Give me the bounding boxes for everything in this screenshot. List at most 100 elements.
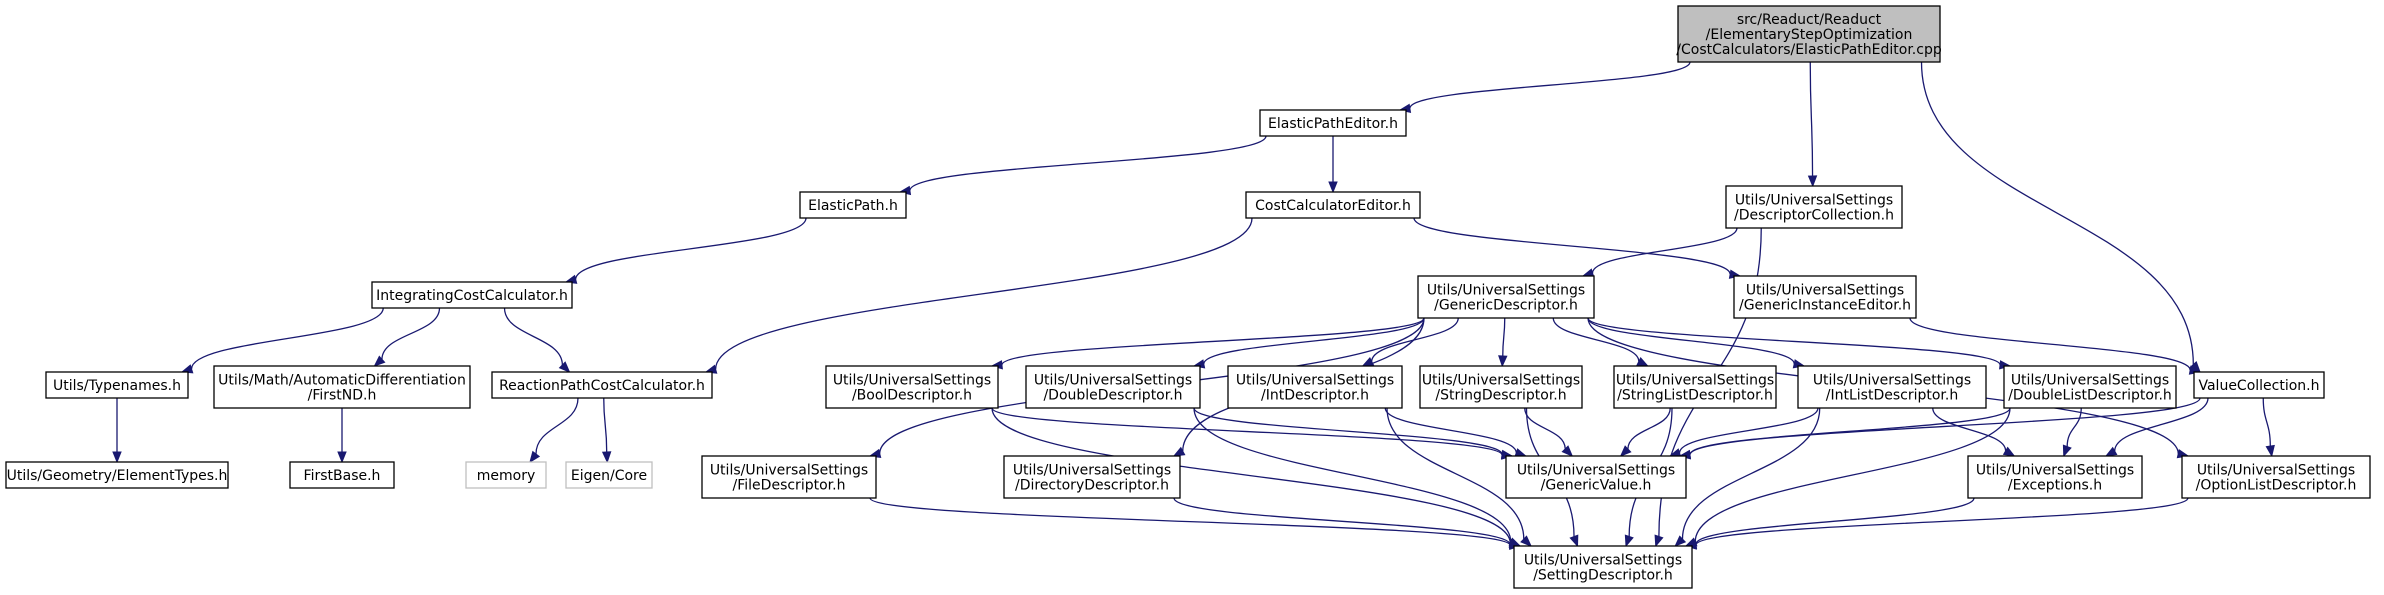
node-label-line: Utils/UniversalSettings	[1236, 373, 1394, 389]
node-label-line: /DoubleListDescriptor.h	[2008, 388, 2172, 404]
node-value-collection[interactable]: ValueCollection.h	[2193, 371, 2325, 399]
arrowhead	[1674, 535, 1687, 547]
node-root[interactable]: src/Readuct/Readuct/ElementaryStepOptimi…	[1676, 5, 1942, 63]
arrowhead	[2104, 446, 2118, 457]
node-label-line: Eigen/Core	[571, 468, 647, 484]
arrowhead	[1807, 175, 1818, 188]
node-label-line: Utils/UniversalSettings	[1427, 283, 1585, 299]
node-option-list-descriptor[interactable]: Utils/UniversalSettings/OptionListDescri…	[2181, 455, 2371, 499]
edge-string-list-descriptor-to-generic-value	[1619, 407, 1671, 457]
node-typenames[interactable]: Utils/Typenames.h	[45, 371, 189, 399]
arrowhead	[2265, 444, 2275, 458]
node-label-line: /GenericValue.h	[1541, 478, 1652, 494]
edge-line	[1591, 227, 1738, 274]
edge-line	[991, 407, 1511, 544]
node-first-base[interactable]: FirstBase.h	[289, 461, 395, 489]
node-label-line: ElasticPathEditor.h	[1268, 116, 1398, 132]
edge-generic-descriptor-to-string-descriptor	[1498, 317, 1508, 368]
edge-reaction-path-to-eigen-core	[601, 397, 612, 464]
node-string-descriptor[interactable]: Utils/UniversalSettings/StringDescriptor…	[1419, 365, 1583, 409]
node-descriptor-collection[interactable]: Utils/UniversalSettings/DescriptorCollec…	[1725, 185, 1903, 229]
node-label-line: /Exceptions.h	[2008, 478, 2102, 494]
node-cost-calculator-editor[interactable]: CostCalculatorEditor.h	[1245, 191, 1421, 219]
node-label-line: /DoubleDescriptor.h	[1043, 388, 1182, 404]
edge-line	[714, 217, 1253, 370]
node-label-line: Utils/UniversalSettings	[2197, 463, 2355, 479]
edge-line	[1695, 497, 1975, 545]
node-label-line: /BoolDescriptor.h	[852, 388, 972, 404]
node-memory[interactable]: memory	[465, 461, 547, 489]
edge-line	[1502, 317, 1506, 357]
node-box	[565, 461, 653, 489]
edge-first-nd-to-first-base	[337, 407, 347, 464]
edge-line	[1173, 497, 1511, 545]
node-reaction-path[interactable]: ReactionPathCostCalculator.h	[491, 371, 713, 399]
arrowhead	[1498, 355, 1508, 368]
edge-line	[190, 307, 384, 370]
node-double-descriptor[interactable]: Utils/UniversalSettings/DoubleDescriptor…	[1025, 365, 1201, 409]
node-label-line: ValueCollection.h	[2198, 378, 2319, 394]
edge-typenames-to-element-types	[112, 398, 122, 464]
node-box	[1613, 365, 1777, 409]
node-box	[491, 371, 713, 399]
edge-line	[1203, 317, 1425, 365]
arrowhead	[1624, 534, 1634, 548]
edge-line	[1524, 407, 1566, 449]
node-label-line: Utils/UniversalSettings	[833, 373, 991, 389]
node-bool-descriptor[interactable]: Utils/UniversalSettings/BoolDescriptor.h	[825, 365, 999, 409]
node-label-line: src/Readuct/Readuct	[1737, 12, 1882, 28]
node-box	[1259, 109, 1407, 137]
node-string-list-descriptor[interactable]: Utils/UniversalSettings/StringListDescri…	[1613, 365, 1777, 409]
node-box	[371, 281, 573, 309]
edge-line	[575, 217, 807, 280]
node-integrating-cost[interactable]: IntegratingCostCalculator.h	[371, 281, 573, 309]
node-label-line: /GenericDescriptor.h	[1434, 298, 1578, 314]
edge-line	[1909, 317, 2191, 371]
edge-value-collection-to-option-list-descriptor	[2262, 397, 2275, 458]
edge-line	[869, 497, 1511, 546]
node-box	[465, 461, 547, 489]
edge-line	[991, 407, 1503, 456]
node-box	[1003, 455, 1181, 499]
node-label-line: Utils/UniversalSettings	[1422, 373, 1580, 389]
node-first-nd[interactable]: Utils/Math/AutomaticDifferentiation/Firs…	[213, 365, 471, 409]
edge-elastic-path-editor-to-cost-calculator-editor	[1328, 136, 1338, 194]
edge-line	[1413, 217, 1731, 275]
arrowhead	[1619, 445, 1632, 457]
node-directory-descriptor[interactable]: Utils/UniversalSettings/DirectoryDescrip…	[1003, 455, 1181, 499]
node-box	[1967, 455, 2143, 499]
node-element-types[interactable]: Utils/Geometry/ElementTypes.h	[5, 461, 229, 489]
node-label-line: FirstBase.h	[304, 468, 381, 484]
node-generic-value[interactable]: Utils/UniversalSettings/GenericValue.h	[1505, 455, 1687, 499]
node-file-descriptor[interactable]: Utils/UniversalSettings/FileDescriptor.h	[701, 455, 877, 499]
node-label-line: Utils/Math/AutomaticDifferentiation	[218, 373, 466, 389]
node-setting-descriptor[interactable]: Utils/UniversalSettings/SettingDescripto…	[1513, 545, 1693, 589]
node-label-line: /FirstND.h	[308, 388, 377, 404]
node-label-line: /GenericInstanceEditor.h	[1739, 298, 1911, 314]
edge-line	[2114, 397, 2209, 452]
node-elastic-path-editor[interactable]: ElasticPathEditor.h	[1259, 109, 1407, 137]
node-generic-descriptor[interactable]: Utils/UniversalSettings/GenericDescripto…	[1417, 275, 1595, 319]
edge-elastic-path-editor-to-elastic-path	[898, 135, 1267, 196]
edge-line	[1681, 407, 1821, 540]
node-box	[1245, 191, 1421, 219]
node-int-list-descriptor[interactable]: Utils/UniversalSettings/IntListDescripto…	[1797, 365, 1987, 409]
edge-int-list-descriptor-to-exceptions	[1932, 407, 2016, 457]
edge-int-descriptor-to-setting-descriptor	[1386, 407, 1532, 547]
node-label-line: /StringDescriptor.h	[1435, 388, 1566, 404]
node-box	[1513, 545, 1693, 589]
node-label-line: CostCalculatorEditor.h	[1255, 198, 1411, 214]
node-label-line: /DirectoryDescriptor.h	[1015, 478, 1169, 494]
node-generic-instance-editor[interactable]: Utils/UniversalSettings/GenericInstanceE…	[1733, 275, 1917, 319]
node-elastic-path[interactable]: ElasticPath.h	[799, 191, 907, 219]
node-exceptions[interactable]: Utils/UniversalSettings/Exceptions.h	[1967, 455, 2143, 499]
node-label-line: IntegratingCostCalculator.h	[376, 288, 568, 304]
edge-double-descriptor-to-setting-descriptor	[1193, 407, 1522, 547]
node-box	[2193, 371, 2325, 399]
node-eigen-core[interactable]: Eigen/Core	[565, 461, 653, 489]
node-label-line: Utils/UniversalSettings	[710, 463, 868, 479]
node-box	[2003, 365, 2177, 409]
arrowhead	[1328, 181, 1338, 194]
node-int-descriptor[interactable]: Utils/UniversalSettings/IntDescriptor.h	[1227, 365, 1403, 409]
node-double-list-descriptor[interactable]: Utils/UniversalSettings/DoubleListDescri…	[2003, 365, 2177, 409]
